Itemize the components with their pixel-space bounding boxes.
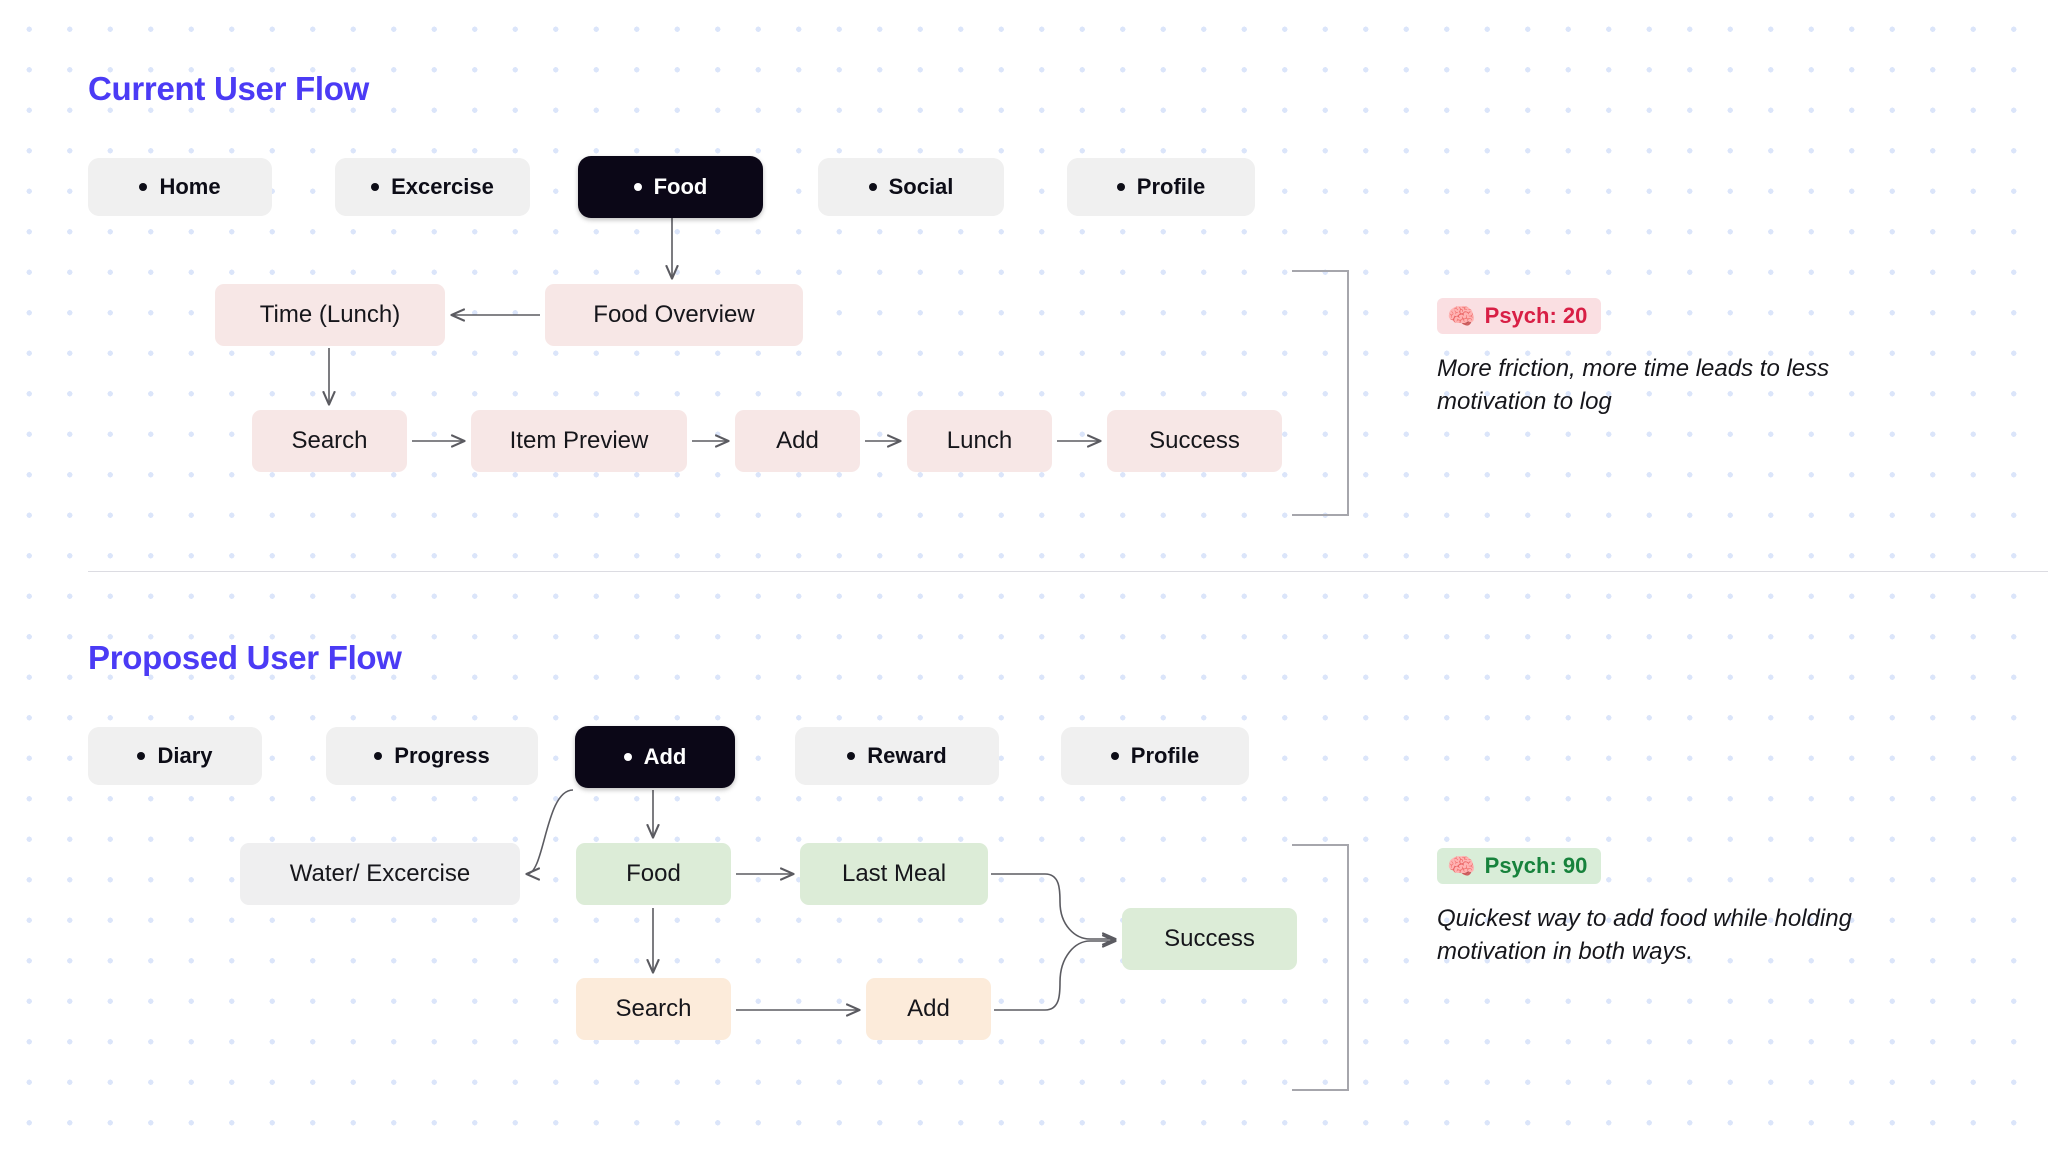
page-title-proposed-flow: Proposed User Flow xyxy=(88,639,402,676)
nav-pill-label: Profile xyxy=(1130,743,1200,768)
nav-pill-food-active[interactable]: Food xyxy=(578,156,763,218)
nav-pill-label: Diary xyxy=(157,743,213,768)
bullet-dot-icon xyxy=(623,753,632,761)
flow-node-time-lunch[interactable]: Time (Lunch) xyxy=(215,284,445,346)
bracket-current xyxy=(1292,270,1349,516)
edge-lastmeal-to-success xyxy=(991,873,1115,939)
annotation-text: More friction, more time leads to less m… xyxy=(1437,355,1830,415)
bullet-dot-icon xyxy=(868,183,877,191)
bullet-dot-icon xyxy=(1116,183,1125,191)
annotation-proposed-flow: 🧠 Psych: 90 Quickest way to add food whi… xyxy=(1437,848,1937,968)
bullet-dot-icon xyxy=(371,183,380,191)
nav-pill-excercise[interactable]: Excercise xyxy=(335,158,530,216)
bullet-dot-icon xyxy=(139,183,148,191)
annotation-current-flow: 🧠 Psych: 20 More friction, more time lea… xyxy=(1437,298,1907,418)
flow-node-add-proposed[interactable]: Add xyxy=(866,978,991,1040)
status-badge-psych-20: 🧠 Psych: 20 xyxy=(1437,298,1602,334)
nav-pill-label: Home xyxy=(159,174,221,199)
brain-icon: 🧠 xyxy=(1447,302,1476,329)
bracket-proposed xyxy=(1292,844,1349,1091)
page-title-current-flow: Current User Flow xyxy=(88,70,369,107)
flow-node-lunch[interactable]: Lunch xyxy=(907,410,1052,472)
edge-add2-to-success xyxy=(994,941,1115,1011)
edge-add-to-water xyxy=(527,789,574,874)
flow-node-success-proposed[interactable]: Success xyxy=(1122,908,1297,970)
section-divider xyxy=(88,571,2048,572)
nav-pill-add-active[interactable]: Add xyxy=(575,726,735,788)
nav-pill-diary[interactable]: Diary xyxy=(88,727,262,785)
nav-pill-label: Progress xyxy=(394,743,490,768)
nav-pill-profile-proposed[interactable]: Profile xyxy=(1061,727,1249,785)
bullet-dot-icon xyxy=(633,183,642,191)
nav-pill-profile[interactable]: Profile xyxy=(1067,158,1255,216)
nav-pill-social[interactable]: Social xyxy=(818,158,1004,216)
status-badge-label: Psych: 90 xyxy=(1484,853,1588,878)
nav-pill-label: Reward xyxy=(867,743,947,768)
nav-pill-progress[interactable]: Progress xyxy=(326,727,538,785)
nav-pill-home[interactable]: Home xyxy=(88,158,272,216)
status-badge-label: Psych: 20 xyxy=(1484,303,1588,328)
bullet-dot-icon xyxy=(374,752,383,760)
nav-pill-label: Excercise xyxy=(391,174,494,199)
flow-node-food[interactable]: Food xyxy=(576,843,731,905)
brain-icon: 🧠 xyxy=(1447,852,1476,879)
flow-node-search[interactable]: Search xyxy=(252,410,407,472)
nav-pill-label: Profile xyxy=(1136,174,1206,199)
flow-node-success[interactable]: Success xyxy=(1107,410,1282,472)
flow-node-add[interactable]: Add xyxy=(735,410,860,472)
flow-node-food-overview[interactable]: Food Overview xyxy=(545,284,803,346)
bullet-dot-icon xyxy=(847,752,856,760)
flow-node-last-meal[interactable]: Last Meal xyxy=(800,843,988,905)
annotation-text: Quickest way to add food while holding m… xyxy=(1437,905,1852,965)
flow-node-search-proposed[interactable]: Search xyxy=(576,978,731,1040)
flow-node-item-preview[interactable]: Item Preview xyxy=(471,410,687,472)
status-badge-psych-90: 🧠 Psych: 90 xyxy=(1437,848,1602,884)
nav-pill-reward[interactable]: Reward xyxy=(795,727,999,785)
nav-pill-label: Add xyxy=(643,744,687,769)
nav-pill-label: Food xyxy=(653,174,708,199)
flow-node-water-excercise[interactable]: Water/ Excercise xyxy=(240,843,520,905)
bullet-dot-icon xyxy=(1110,752,1119,760)
bullet-dot-icon xyxy=(137,752,146,760)
nav-pill-label: Social xyxy=(888,174,954,199)
